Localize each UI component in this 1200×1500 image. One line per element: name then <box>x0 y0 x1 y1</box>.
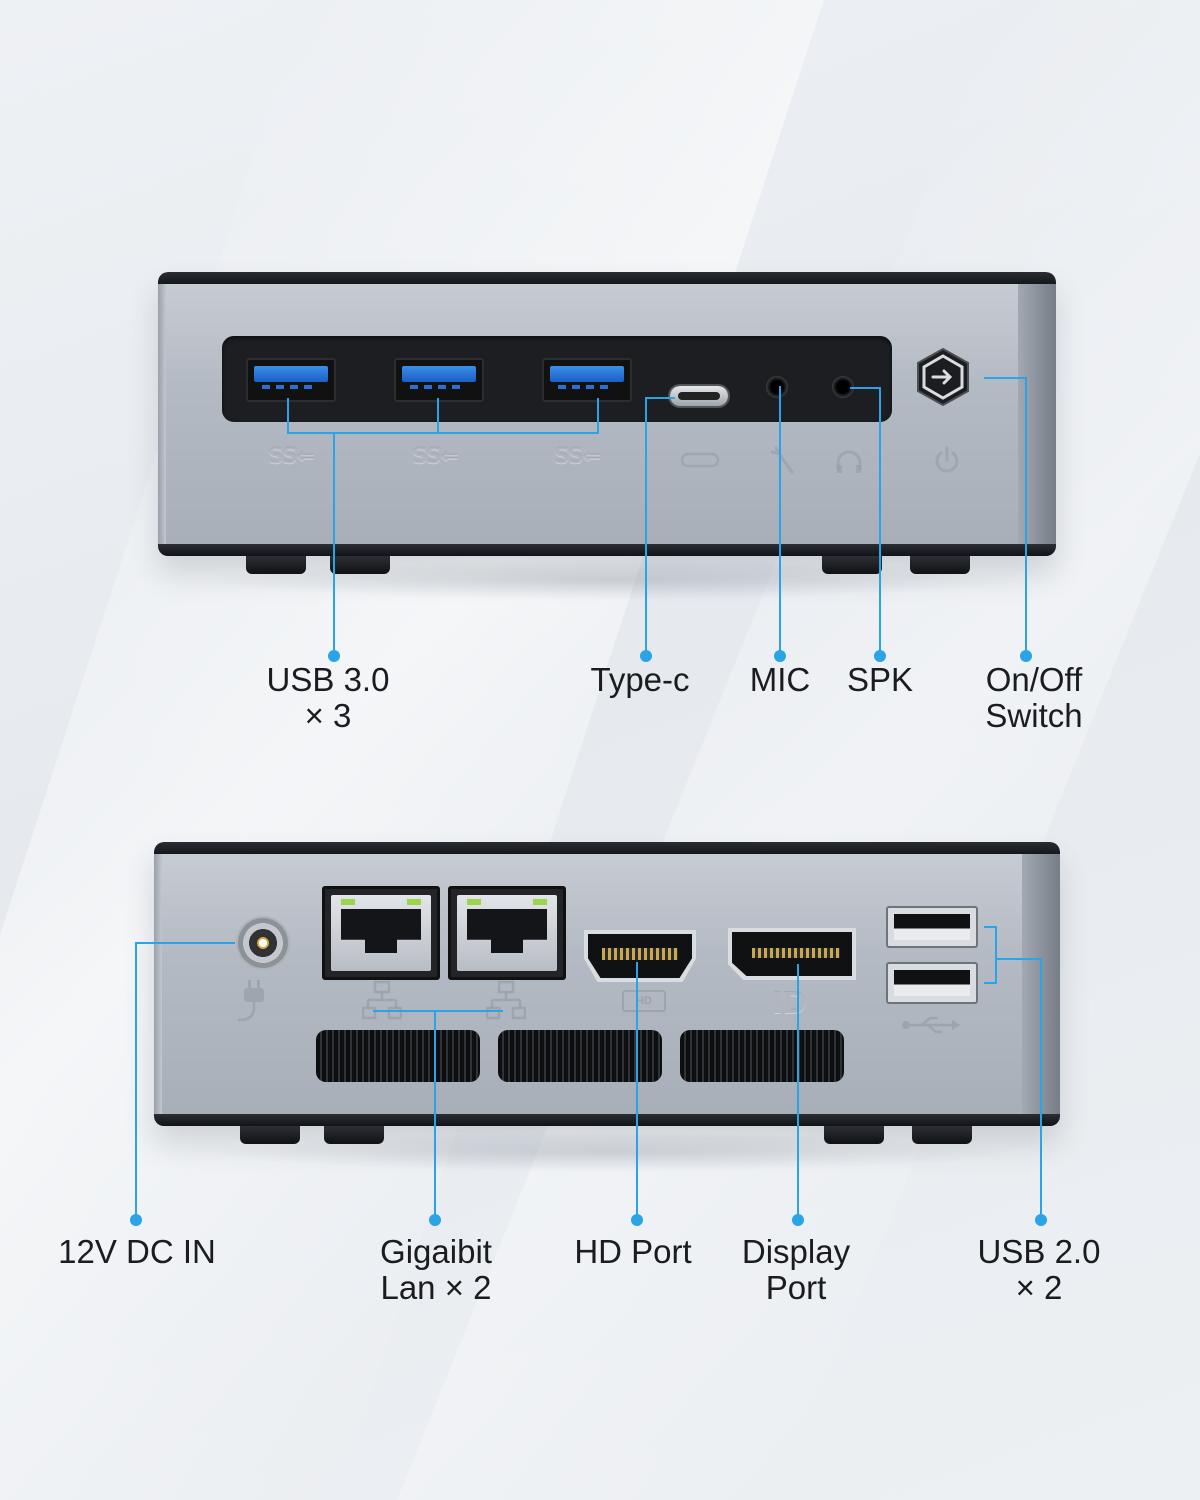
callout-line-lan <box>434 1010 436 1220</box>
label-typec: Type-c <box>590 661 690 698</box>
callout-line-power <box>1025 377 1027 656</box>
callout-line-dc <box>135 942 235 944</box>
callout-line-typec <box>645 397 647 656</box>
label-usb2: USB 2.0 × 2 <box>977 1233 1101 1306</box>
plug-icon <box>237 980 264 1022</box>
label-spk: SPK <box>846 661 914 698</box>
callout-dot-spk <box>874 650 886 662</box>
front-device: SS⇐ SS⇐ SS⇐ <box>158 272 1056 574</box>
label-displayport: Display Port <box>741 1233 851 1306</box>
callout-line-typec <box>645 397 675 399</box>
lan-port-1 <box>322 886 440 980</box>
typec-port <box>670 386 728 406</box>
lan-icon <box>486 980 526 1020</box>
usb2-port-1 <box>886 906 978 948</box>
label-usb3: USB 3.0 × 3 <box>266 661 390 734</box>
callout-line-usb3 <box>437 398 439 434</box>
label-lan: Gigaibit Lan × 2 <box>380 1233 492 1306</box>
callout-line-power <box>984 377 1026 379</box>
callout-line-mic <box>779 386 781 656</box>
callout-dot-usb3 <box>328 650 340 662</box>
usb2-port-2 <box>886 962 978 1004</box>
callout-line-usb2 <box>995 926 997 984</box>
hdmi-port <box>588 934 692 978</box>
vent-grille-1 <box>316 1030 480 1082</box>
callout-line-usb2 <box>984 982 996 984</box>
mic-jack <box>766 376 788 398</box>
callout-line-usb2 <box>995 958 1041 960</box>
callout-line-spk <box>879 387 881 656</box>
dc-in-jack <box>238 918 288 968</box>
usb-ss-engraving: SS⇐ <box>268 444 315 469</box>
callout-line-usb3 <box>287 398 289 434</box>
callout-dot-usb2 <box>1035 1214 1047 1226</box>
device-foot <box>822 556 882 574</box>
rear-device: HD ID <box>154 842 1060 1144</box>
device-shadow <box>200 1132 1020 1172</box>
lan-port-2 <box>448 886 566 980</box>
label-power-switch: On/Off Switch <box>985 661 1083 734</box>
lan-icon <box>362 980 402 1020</box>
usb-ss-engraving: SS⇐ <box>412 444 459 469</box>
callout-dot-dc <box>130 1214 142 1226</box>
usb-icon <box>902 1016 960 1034</box>
device-foot <box>246 556 306 574</box>
spk-jack <box>832 376 854 398</box>
displayport-port <box>732 932 852 976</box>
callout-line-hdmi <box>636 962 638 1220</box>
usb3-port-3 <box>542 358 632 402</box>
label-dc-in: 12V DC IN <box>58 1233 216 1270</box>
vent-grille-3 <box>680 1030 844 1082</box>
callout-dot-typec <box>640 650 652 662</box>
device-foot <box>330 556 390 574</box>
headphone-icon <box>836 450 862 473</box>
device-shadow <box>200 560 1020 600</box>
power-icon <box>935 446 959 473</box>
callout-dot-power <box>1020 650 1032 662</box>
callout-line-usb3 <box>333 432 335 656</box>
device-foot <box>324 1126 384 1144</box>
callout-dot-lan <box>429 1214 441 1226</box>
mic-icon <box>770 446 794 474</box>
callout-line-dp <box>797 964 799 1220</box>
device-foot <box>824 1126 884 1144</box>
device-foot <box>910 556 970 574</box>
label-mic: MIC <box>749 661 811 698</box>
vent-grille-2 <box>498 1030 662 1082</box>
callout-line-lan <box>373 1010 503 1012</box>
callout-dot-mic <box>774 650 786 662</box>
usb3-port-1 <box>246 358 336 402</box>
callout-line-dc <box>135 942 137 1220</box>
displayport-engraving: ID <box>772 986 807 1021</box>
label-hdmi: HD Port <box>574 1233 692 1270</box>
device-foot <box>912 1126 972 1144</box>
callout-dot-dp <box>792 1214 804 1226</box>
power-button <box>917 347 969 407</box>
callout-line-spk <box>850 387 880 389</box>
callout-line-usb2 <box>984 926 996 928</box>
callout-line-usb2 <box>1040 958 1042 1220</box>
callout-dot-hdmi <box>631 1214 643 1226</box>
callout-line-usb3 <box>287 432 599 434</box>
device-foot <box>240 1126 300 1144</box>
usb-ss-engraving: SS⇐ <box>554 444 601 469</box>
typec-engraving-icon <box>680 452 720 468</box>
usb3-port-2 <box>394 358 484 402</box>
callout-line-usb3 <box>597 398 599 434</box>
hdmi-engraving: HD <box>622 990 666 1012</box>
